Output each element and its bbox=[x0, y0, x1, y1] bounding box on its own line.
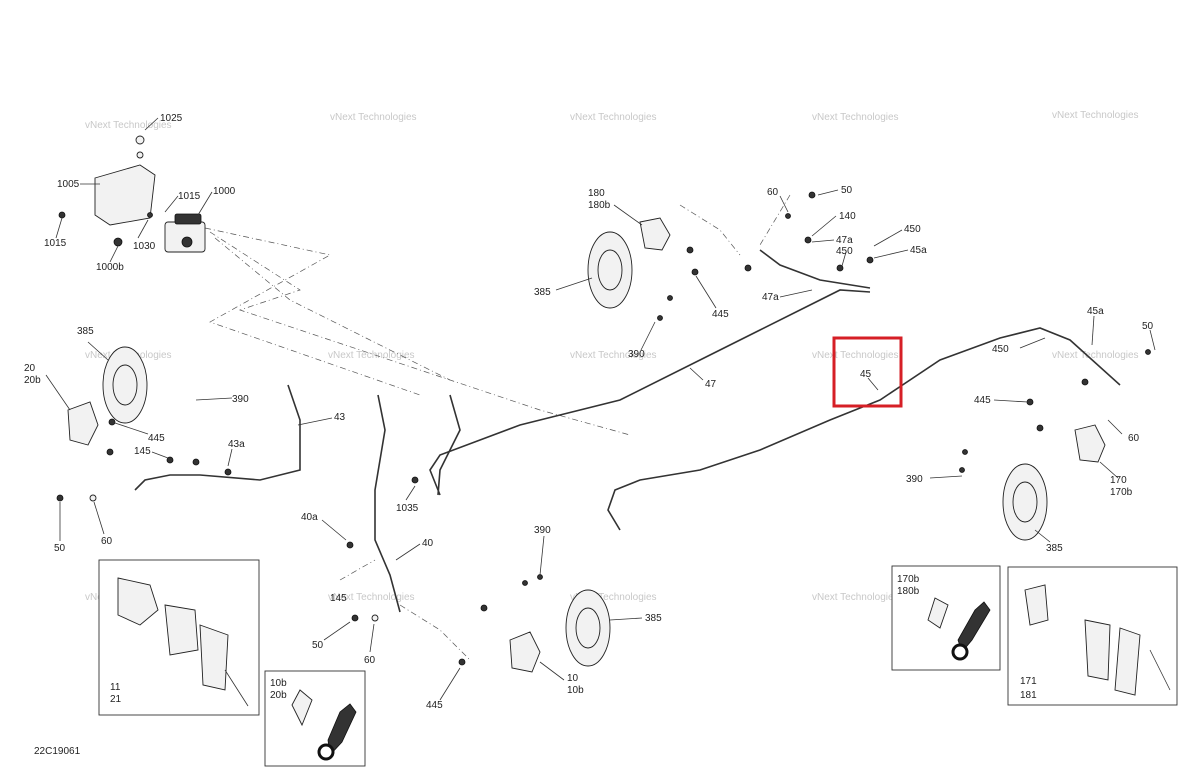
part-label-385: 385 bbox=[645, 613, 662, 624]
part-label-1000: 1000 bbox=[213, 186, 236, 197]
part-label-145: 145 bbox=[134, 446, 151, 457]
drawing-id: 22C19061 bbox=[34, 746, 81, 757]
part-label-140: 140 bbox=[839, 211, 856, 222]
part-label-390: 390 bbox=[628, 349, 645, 360]
part-label-145: 145 bbox=[330, 593, 347, 604]
part-label-10b: 10b bbox=[567, 685, 584, 696]
fittings-upper bbox=[744, 191, 874, 272]
part-label-1005: 1005 bbox=[57, 179, 80, 190]
front-caliper-upper bbox=[587, 217, 699, 321]
part-label-385: 385 bbox=[534, 287, 551, 298]
highlight-box bbox=[832, 336, 903, 408]
rear-caliper-lower bbox=[346, 476, 611, 673]
rear-caliper-right bbox=[959, 349, 1151, 541]
part-label-445: 445 bbox=[712, 309, 729, 320]
part-label-50: 50 bbox=[312, 640, 324, 651]
part-label-385: 385 bbox=[1046, 543, 1063, 554]
inset-bleeder-right: 170b 180b bbox=[891, 565, 1001, 671]
part-label: 180b bbox=[897, 586, 920, 597]
inset-bleeder-left: 10b 20b bbox=[264, 670, 366, 767]
part-label-47: 47 bbox=[705, 379, 717, 390]
part-label-1025: 1025 bbox=[160, 113, 183, 124]
watermark: vNext Technologies bbox=[328, 350, 415, 361]
watermark: vNext Technologies bbox=[1052, 110, 1139, 121]
part-label-1000b: 1000b bbox=[96, 262, 124, 273]
part-label-445: 445 bbox=[148, 433, 165, 444]
part-label-390: 390 bbox=[534, 525, 551, 536]
part-label: 171 bbox=[1020, 676, 1037, 687]
watermark: vNext Technologies bbox=[570, 592, 657, 603]
part-label-180b: 180b bbox=[588, 200, 611, 211]
part-label-50: 50 bbox=[54, 543, 66, 554]
routing-lines bbox=[204, 194, 791, 661]
part-label-390: 390 bbox=[906, 474, 923, 485]
part-label-20b: 20b bbox=[24, 375, 41, 386]
part-label-60: 60 bbox=[101, 536, 113, 547]
watermark: vNext Technologies bbox=[330, 112, 417, 123]
part-label-47a: 47a bbox=[762, 292, 779, 303]
part-label-170b: 170b bbox=[1110, 487, 1133, 498]
watermark: vNext Technologies bbox=[812, 350, 899, 361]
part-label-450: 450 bbox=[904, 224, 921, 235]
watermark: vNext Technologies bbox=[570, 112, 657, 123]
brake-pipes bbox=[134, 249, 1121, 613]
part-label-40a: 40a bbox=[301, 512, 318, 523]
part-label-60: 60 bbox=[767, 187, 779, 198]
part-label: 170b bbox=[897, 574, 920, 585]
part-label-1015: 1015 bbox=[44, 238, 67, 249]
abs-module bbox=[58, 135, 206, 253]
part-label: 20b bbox=[270, 690, 287, 701]
part-labels: 1025 1005 1015 1015 1000 1030 1000b 180 … bbox=[24, 113, 1154, 711]
part-label-445: 445 bbox=[426, 700, 443, 711]
part-label-1035: 1035 bbox=[396, 503, 419, 514]
part-label-50: 50 bbox=[841, 185, 853, 196]
part-label-45: 45 bbox=[860, 369, 872, 380]
part-label-43: 43 bbox=[334, 412, 346, 423]
part-label-445: 445 bbox=[974, 395, 991, 406]
brake-line-43 bbox=[134, 384, 301, 491]
watermark: vNext Technologies bbox=[328, 592, 415, 603]
part-label-385: 385 bbox=[77, 326, 94, 337]
part-label-180: 180 bbox=[588, 188, 605, 199]
watermark: vNext Technologies bbox=[85, 120, 172, 131]
part-label-60: 60 bbox=[364, 655, 376, 666]
part-label-43a: 43a bbox=[228, 439, 245, 450]
brake-line-40 bbox=[374, 394, 401, 613]
part-label-60: 60 bbox=[1128, 433, 1140, 444]
part-label-170: 170 bbox=[1110, 475, 1127, 486]
inset-brake-pads-left: 11 21 bbox=[98, 559, 260, 716]
front-caliper-left bbox=[56, 346, 232, 502]
part-label: 181 bbox=[1020, 690, 1037, 701]
part-label-40: 40 bbox=[422, 538, 434, 549]
part-label-1030: 1030 bbox=[133, 241, 156, 252]
part-label-10: 10 bbox=[567, 673, 579, 684]
part-label: 21 bbox=[110, 694, 122, 705]
leader-lines bbox=[45, 117, 1156, 701]
watermark: vNext Technologies bbox=[570, 350, 657, 361]
part-label-47a: 47a bbox=[836, 235, 853, 246]
part-label-50: 50 bbox=[1142, 321, 1154, 332]
part-label-390: 390 bbox=[232, 394, 249, 405]
watermark: vNext Technologies bbox=[812, 592, 899, 603]
inset-brake-pads-right: 171 181 bbox=[1007, 566, 1178, 706]
watermark: vNext Technologies bbox=[1052, 350, 1139, 361]
brake-line-47 bbox=[429, 289, 871, 496]
part-label: 11 bbox=[110, 682, 121, 693]
part-label-1015: 1015 bbox=[178, 191, 201, 202]
part-label: 10b bbox=[270, 678, 287, 689]
part-label-450: 450 bbox=[836, 246, 853, 257]
part-label-20: 20 bbox=[24, 363, 36, 374]
watermarks: vNext Technologies vNext Technologies vN… bbox=[85, 110, 1139, 603]
part-label-45a: 45a bbox=[1087, 306, 1104, 317]
watermark: vNext Technologies bbox=[812, 112, 899, 123]
part-label-450: 450 bbox=[992, 344, 1009, 355]
part-label-45a: 45a bbox=[910, 245, 927, 256]
brake-line-45 bbox=[607, 327, 1121, 531]
